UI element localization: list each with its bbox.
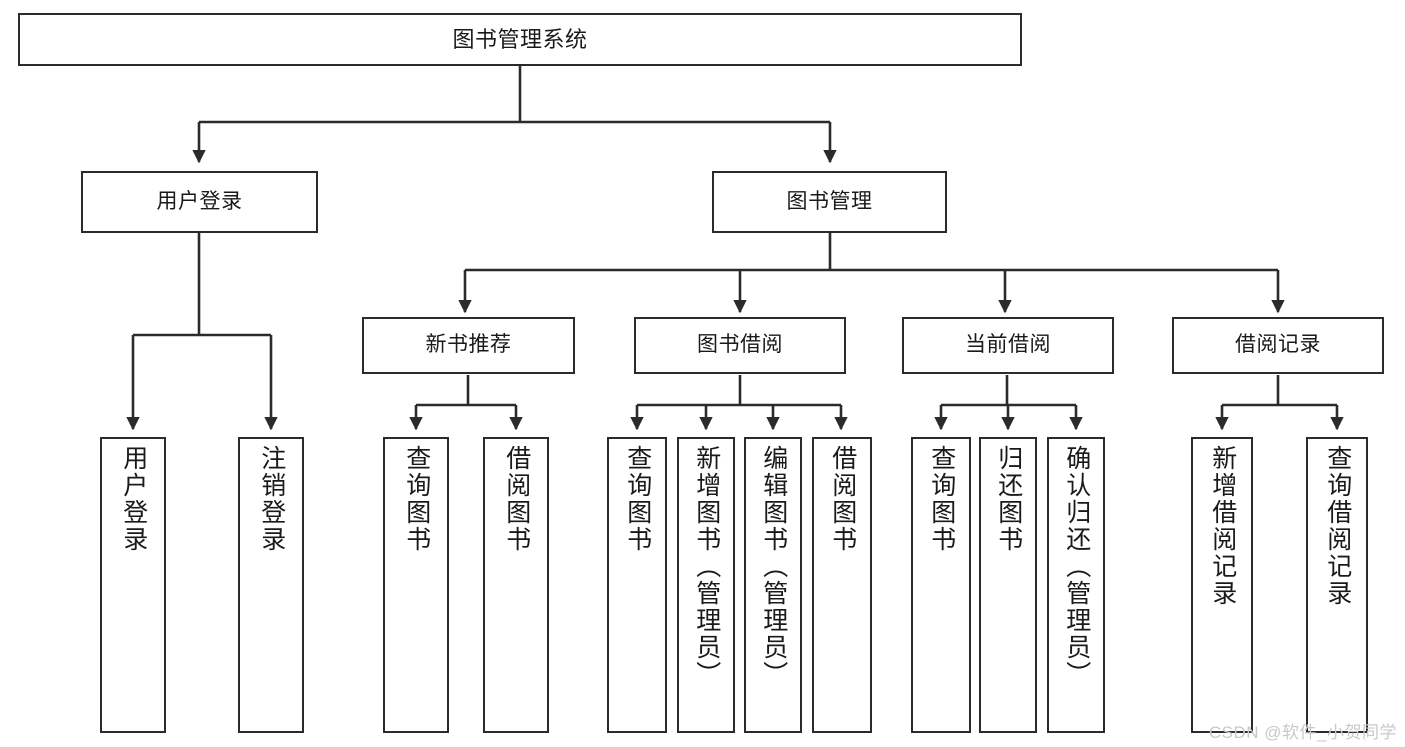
edges-user-login: [126, 233, 278, 431]
node-leaf-query-borrow-record-label: 查询借阅记录: [1323, 445, 1352, 607]
node-leaf-user-login-label: 用户登录: [119, 445, 148, 553]
node-book-borrow-label: 图书借阅: [697, 333, 783, 357]
node-new-book-recommend-label: 新书推荐: [425, 333, 512, 357]
node-leaf-add-book-admin-label: 新增图书（管理员）: [692, 445, 721, 688]
node-leaf-return-book[interactable]: 归还图书: [979, 437, 1037, 733]
node-book-borrow[interactable]: 图书借阅: [634, 317, 846, 374]
node-borrow-record-label: 借阅记录: [1235, 333, 1321, 357]
node-leaf-borrow-book-bb[interactable]: 借阅图书: [812, 437, 872, 733]
node-user-login[interactable]: 用户登录: [81, 171, 318, 233]
node-leaf-query-borrow-record[interactable]: 查询借阅记录: [1306, 437, 1368, 733]
node-book-management-label: 图书管理: [786, 189, 873, 213]
node-root-system[interactable]: 图书管理系统: [18, 13, 1022, 66]
node-leaf-edit-book-admin[interactable]: 编辑图书（管理员）: [744, 437, 802, 733]
node-leaf-add-book-admin[interactable]: 新增图书（管理员）: [677, 437, 735, 733]
node-leaf-add-borrow-record-label: 新增借阅记录: [1208, 445, 1237, 607]
node-leaf-logout[interactable]: 注销登录: [238, 437, 304, 733]
node-leaf-user-login[interactable]: 用户登录: [100, 437, 166, 733]
node-new-book-recommend[interactable]: 新书推荐: [362, 317, 575, 374]
node-leaf-borrow-book-nb[interactable]: 借阅图书: [483, 437, 549, 733]
edges-current-borrow: [934, 375, 1083, 431]
node-leaf-query-book-cb-label: 查询图书: [927, 445, 956, 553]
edges-borrow-record: [1215, 375, 1344, 431]
edges-book-borrow: [630, 375, 848, 431]
node-leaf-logout-label: 注销登录: [257, 445, 286, 553]
node-leaf-borrow-book-nb-label: 借阅图书: [502, 445, 531, 553]
edges-level1: [192, 66, 837, 164]
edges-book-mgmt: [458, 233, 1285, 314]
node-user-login-label: 用户登录: [156, 189, 243, 213]
node-current-borrow-label: 当前借阅: [965, 333, 1051, 357]
node-leaf-query-book-cb[interactable]: 查询图书: [911, 437, 971, 733]
node-leaf-add-borrow-record[interactable]: 新增借阅记录: [1191, 437, 1253, 733]
node-leaf-confirm-return-admin[interactable]: 确认归还（管理员）: [1047, 437, 1105, 733]
node-book-management[interactable]: 图书管理: [712, 171, 947, 233]
node-leaf-confirm-return-admin-label: 确认归还（管理员）: [1062, 445, 1091, 688]
node-leaf-query-book-nb-label: 查询图书: [402, 445, 431, 553]
node-leaf-edit-book-admin-label: 编辑图书（管理员）: [759, 445, 788, 688]
node-leaf-query-book-bb-label: 查询图书: [623, 445, 652, 553]
node-leaf-query-book-bb[interactable]: 查询图书: [607, 437, 667, 733]
csdn-watermark: CSDN @软件_小贺同学: [1208, 723, 1397, 742]
node-borrow-record[interactable]: 借阅记录: [1172, 317, 1384, 374]
edges-new-book-recommend: [409, 375, 523, 431]
node-leaf-query-book-nb[interactable]: 查询图书: [383, 437, 449, 733]
node-root-system-label: 图书管理系统: [452, 26, 588, 52]
node-leaf-borrow-book-bb-label: 借阅图书: [828, 445, 857, 553]
node-current-borrow[interactable]: 当前借阅: [902, 317, 1114, 374]
node-leaf-return-book-label: 归还图书: [994, 445, 1023, 553]
